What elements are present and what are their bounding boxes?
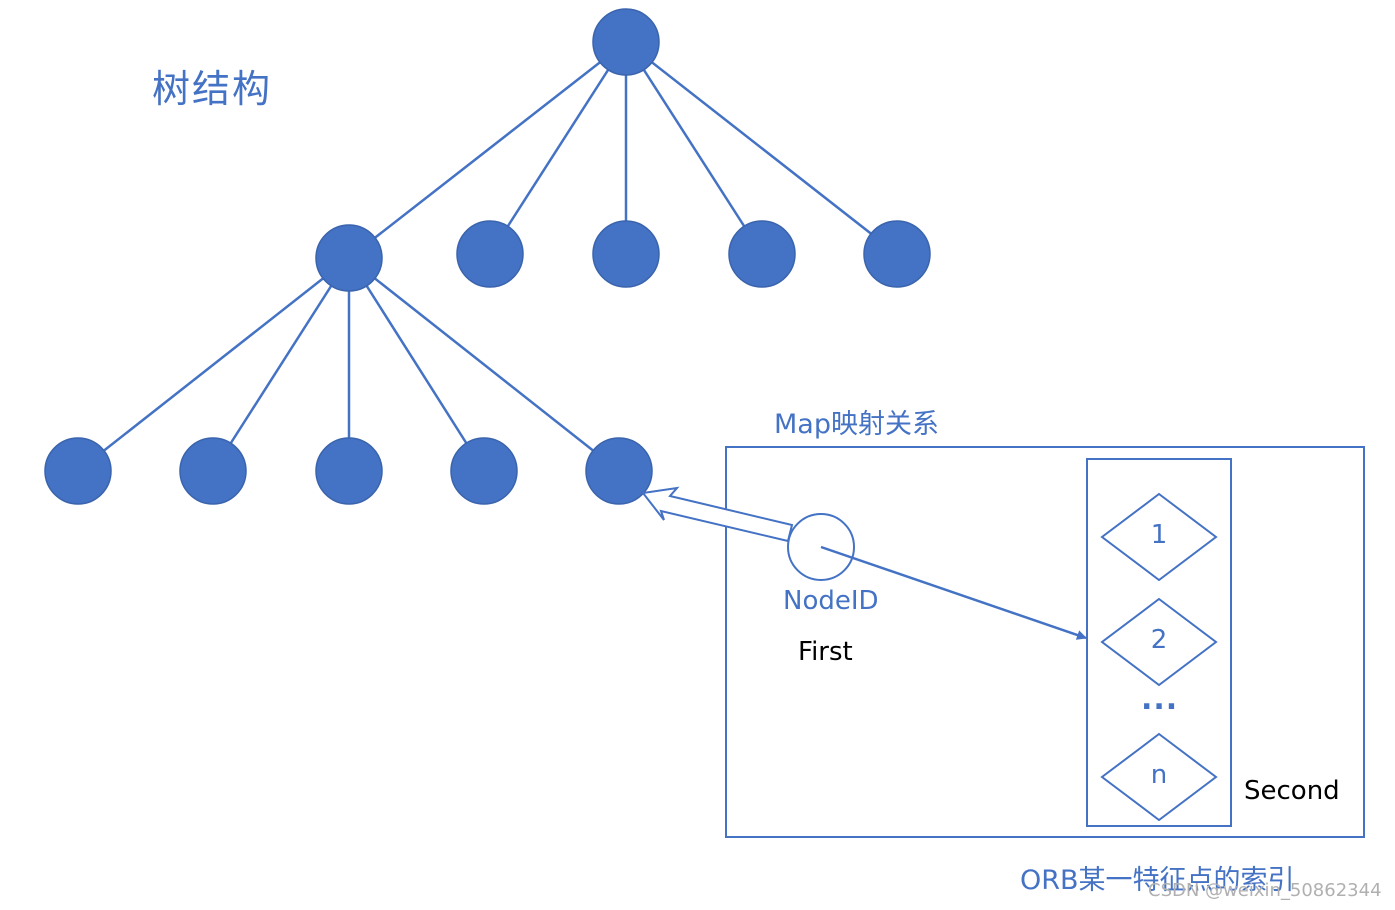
edge-root-l1-1 <box>488 41 628 255</box>
tree-node-leaf-4 <box>585 437 653 505</box>
tree-node-leaf-3 <box>450 437 518 505</box>
edge-l1-leaf-1 <box>211 257 351 472</box>
diamond-label-2: 2 <box>1150 625 1168 655</box>
edge-root-l1-0 <box>348 41 627 259</box>
tree-node-l1-2 <box>592 220 660 288</box>
edge-root-l1-4 <box>625 41 898 255</box>
map-title: Map映射关系 <box>774 409 939 440</box>
second-label: Second <box>1244 776 1340 806</box>
nodeid-label: NodeID <box>783 586 879 616</box>
tree-nodes <box>44 8 931 505</box>
tree-node-l1-1 <box>456 220 524 288</box>
index-column <box>1086 458 1232 827</box>
edge-l1-leaf-4 <box>348 257 620 472</box>
ellipsis-label: ... <box>1141 682 1179 717</box>
diamond-label-n: n <box>1150 760 1168 790</box>
key-to-index-arrow <box>820 545 1087 640</box>
edge-l1-leaf-0 <box>77 257 350 472</box>
tree-edges <box>77 41 898 472</box>
watermark: CSDN @weixin_50862344 <box>1148 880 1382 901</box>
hollow-arrow <box>641 486 794 543</box>
index-diamond-n <box>1100 732 1218 822</box>
index-diamond-2 <box>1100 597 1218 687</box>
tree-node-l1-3 <box>728 220 796 288</box>
tree-node-l1-4 <box>863 220 931 288</box>
tree-node-l1-0 <box>315 224 383 292</box>
tree-node-leaf-2 <box>315 437 383 505</box>
edge-root-l1-3 <box>624 41 764 255</box>
index-diamond-1 <box>1100 492 1218 582</box>
tree-node-leaf-0 <box>44 437 112 505</box>
tree-title: 树结构 <box>152 67 273 111</box>
diamond-label-1: 1 <box>1150 520 1168 550</box>
tree-node-leaf-1 <box>179 437 247 505</box>
tree-node-root <box>592 8 660 76</box>
first-label: First <box>798 637 853 667</box>
edge-l1-leaf-3 <box>347 257 486 472</box>
map-container <box>725 446 1365 838</box>
index-caption: ORB某一特征点的索引 <box>1020 865 1295 896</box>
